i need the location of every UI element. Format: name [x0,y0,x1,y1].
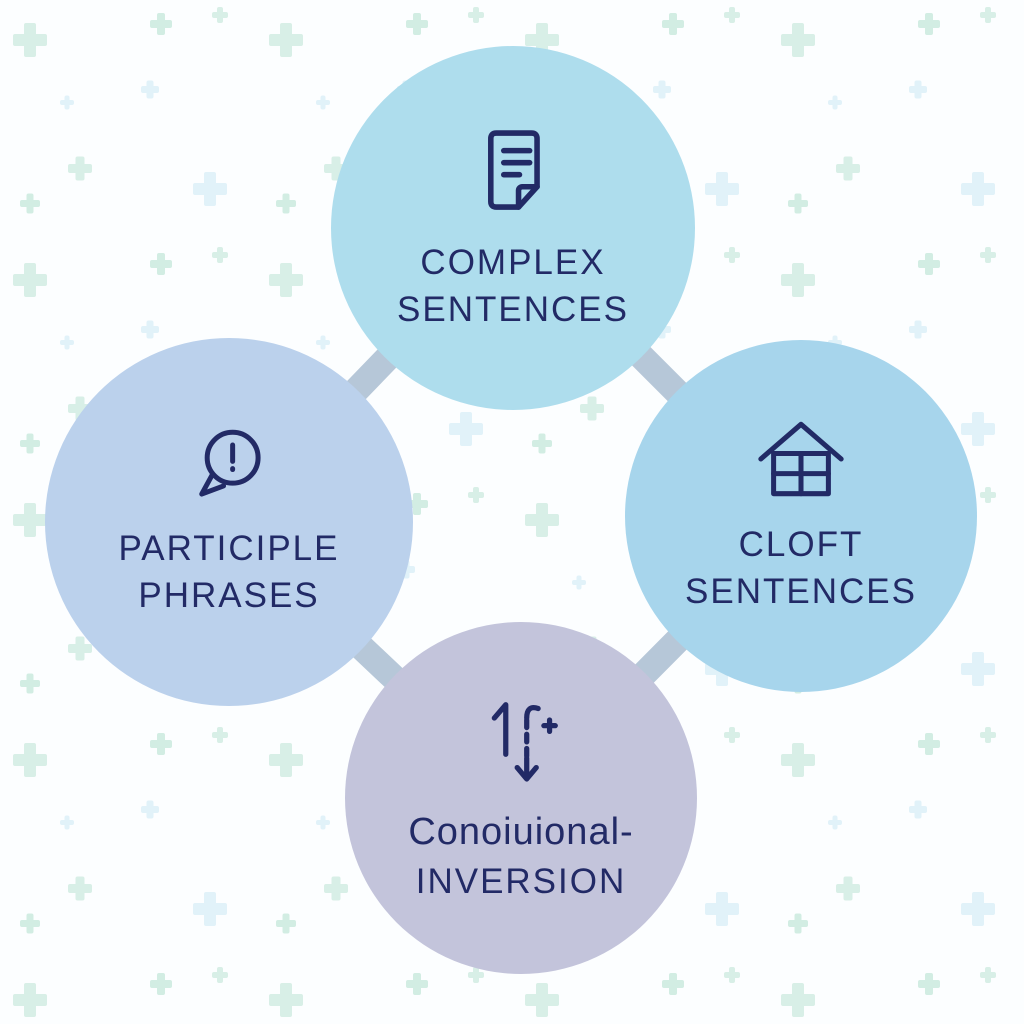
document-icon [476,123,550,219]
node-label-line: COMPLEX [420,242,606,282]
node-label: PARTICIPLE PHRASES [119,525,340,620]
node-participle-phrases: PARTICIPLE PHRASES [45,338,413,706]
node-label: Conoiuional- INVERSION [408,807,633,906]
node-label-line: CLOFT [738,524,864,564]
house-icon [753,417,849,501]
node-cloft-sentences: CLOFT SENTENCES [625,340,977,692]
node-label-line: PHRASES [138,576,320,615]
inversion-arrows-icon [481,691,561,787]
speech-bubble-exclamation-icon [185,425,273,505]
node-label-line: PARTICIPLE [118,528,340,568]
node-label: COMPLEX SENTENCES [397,239,629,334]
node-conditional-inversion: Conoiuional- INVERSION [345,622,697,974]
node-label-line: SENTENCES [685,572,917,611]
node-label-line: SENTENCES [397,290,629,329]
node-label-line: INVERSION [415,862,627,902]
node-complex-sentences: COMPLEX SENTENCES [331,46,695,410]
node-label-line: Conoiuional- [408,810,634,853]
node-label: CLOFT SENTENCES [685,521,917,616]
